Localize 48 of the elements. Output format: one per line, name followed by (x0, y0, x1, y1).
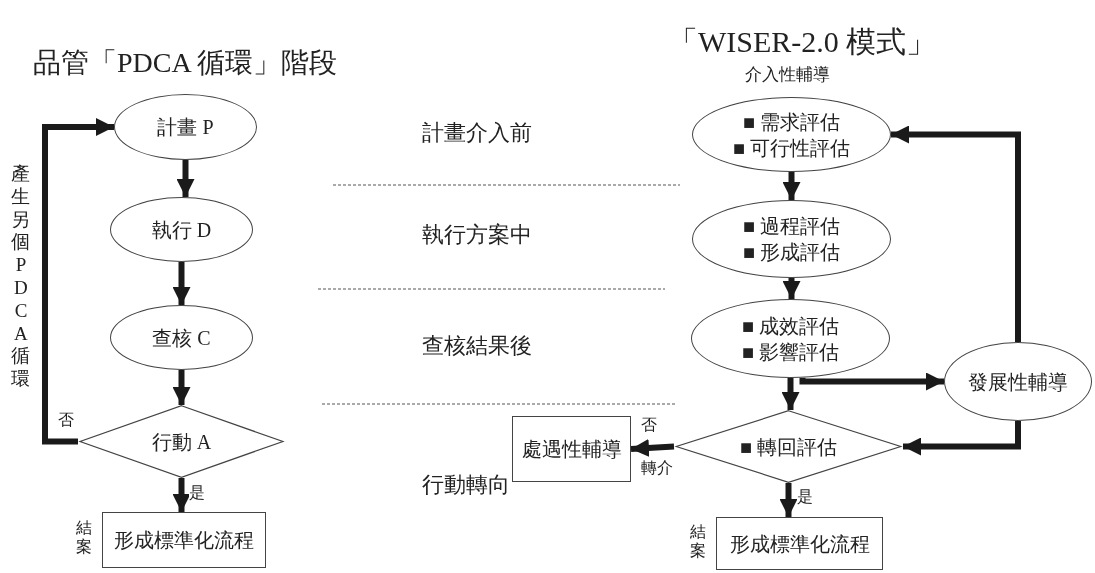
column-heading: 介入性輔導 (745, 64, 830, 86)
edge-label: 否 (58, 411, 74, 429)
diagram-title: 品管「PDCA 循環」階段 (33, 46, 338, 80)
decision-diamond (674, 410, 903, 483)
node-text: 形成標準化流程 (729, 531, 870, 557)
arrow (903, 421, 1021, 456)
edge-note: 轉介 (641, 458, 673, 478)
phase-label: 行動轉向 (422, 471, 510, 499)
arrow (799, 372, 944, 391)
node-text: 處遇性輔導 (521, 437, 622, 462)
arrow (782, 172, 801, 200)
arrow (630, 438, 675, 457)
node-text: 查核 C (152, 325, 211, 351)
node-text: ■ 需求評估 (742, 109, 841, 135)
node-text: 行動 A (151, 429, 212, 455)
arrow (172, 262, 191, 305)
arrow (781, 378, 800, 410)
node-text: ■ 形成評估 (742, 240, 841, 265)
edge-label: 是 (189, 484, 205, 502)
edge-label: 是 (797, 488, 813, 506)
vertical-caption: 產生另個PDCA循環 (11, 163, 31, 391)
node-text: 執行 D (151, 217, 212, 243)
node-text: ■ 成效評估 (741, 313, 840, 339)
process-box (716, 517, 883, 570)
decision-diamond (78, 405, 285, 478)
side-note: 結案 (690, 522, 707, 561)
arrow (172, 478, 191, 512)
arrow (779, 483, 798, 517)
arrow (42, 118, 114, 445)
process-box (102, 512, 266, 568)
node-text: ■ 轉回評估 (739, 434, 838, 460)
node-text: 計畫 P (157, 115, 214, 140)
arrow (891, 125, 1021, 342)
process-box (512, 416, 631, 482)
arrow (176, 160, 195, 197)
arrow (782, 278, 801, 299)
node-text: 形成標準化流程 (114, 528, 254, 553)
node-text: ■ 影響評估 (741, 339, 840, 365)
phase-label: 執行方案中 (422, 221, 532, 249)
section-heading: 「WISER-2.0 模式」 (668, 24, 937, 60)
arrow (172, 370, 191, 405)
node-text: ■ 過程評估 (742, 214, 841, 239)
node-text: ■ 可行性評估 (732, 135, 851, 161)
node-text: 發展性輔導 (968, 369, 1068, 395)
phase-label: 查核結果後 (422, 332, 532, 360)
side-note: 結案 (76, 518, 93, 557)
phase-label: 計畫介入前 (422, 119, 532, 147)
edge-label: 否 (641, 416, 657, 434)
